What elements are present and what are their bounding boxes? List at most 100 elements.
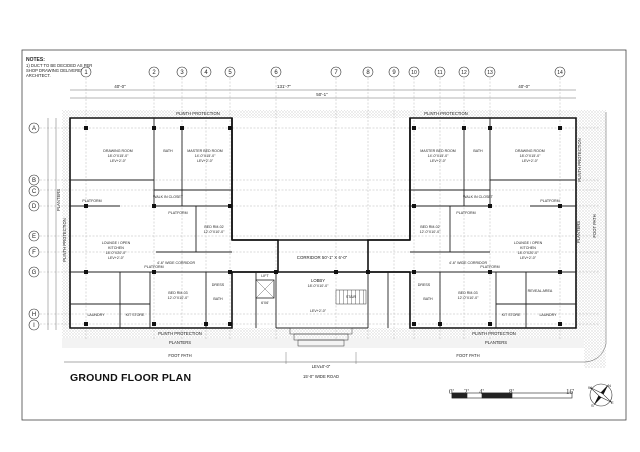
grid-bubble-F: F [28, 246, 40, 258]
plinth-protection-left-vertical: PLINTH PROTECTION [62, 218, 67, 262]
svg-text:6: 6 [274, 70, 278, 76]
dim-left-top: 40'-0" [114, 84, 126, 89]
room-dress-left: DRESS [212, 283, 225, 287]
svg-text:5: 5 [228, 70, 232, 76]
svg-text:F: F [32, 250, 36, 256]
foot-path-left: FOOT PATH [168, 353, 191, 358]
room-drawing-right-lev: LEV+2'-0" [522, 159, 539, 163]
svg-text:D: D [32, 204, 37, 210]
room-walk-in-closet-right: WALK IN CLOSET [463, 195, 494, 199]
room-lounge-left-size: 18'-0"X20'-0" [106, 251, 127, 255]
plinth-protection-top-right: PLINTH PROTECTION [424, 111, 468, 116]
stair-treads [335, 289, 367, 305]
north-letter: N [608, 383, 611, 388]
room-master-right-lev: LEV+2'-0" [430, 159, 447, 163]
grid-bubble-H: H [28, 308, 40, 320]
plinth-hatching [62, 110, 606, 368]
room-drawing-right-name: DRAWING ROOM [515, 149, 544, 153]
grid-bubble-4: 4 [200, 66, 212, 78]
grid-bubble-8: 8 [362, 66, 374, 78]
room-lounge-right-lev: LEV+2'-0" [520, 256, 537, 260]
foot-path-right-vertical: FOOT PATH [592, 214, 597, 237]
room-lobby-lev: LEV+2'-0" [310, 309, 327, 313]
grid-bubble-I: I [28, 319, 40, 331]
notes-block: NOTES: 1) DUCT TO BE DECIDED AS PER SHOP… [26, 57, 96, 79]
room-bed3-left-name: BED RM-03 [168, 291, 187, 295]
room-lounge-right-kitchen: KITCHEN [520, 246, 536, 250]
room-dress-right: DRESS [418, 283, 431, 287]
room-lounge-right-size: 18'-0"X20'-0" [518, 251, 539, 255]
room-bath-right-2: BATH [423, 297, 433, 301]
reveal-area: REVEAL AREA [528, 289, 553, 293]
grid-bubble-13: 13 [484, 66, 496, 78]
room-walk-in-closet-left: WALK IN CLOSET [153, 195, 184, 199]
room-kit-store-right: KIT STORE [502, 313, 521, 317]
room-lounge-left-kitchen: KITCHEN [108, 246, 124, 250]
grid-bubble-14: 14 [554, 66, 566, 78]
scale-label-8: 8' [509, 388, 514, 396]
svg-text:14: 14 [557, 70, 563, 76]
grid-bubble-B: B [28, 174, 40, 186]
room-lobby-name: LOBBY [311, 278, 325, 283]
east-letter: E [611, 400, 614, 405]
sheet-border [21, 49, 627, 421]
room-drawing-left-lev: LEV+2'-0" [110, 159, 127, 163]
foot-path-right: FOOT PATH [456, 353, 479, 358]
svg-text:B: B [32, 178, 36, 184]
svg-text:13: 13 [487, 70, 493, 76]
svg-text:12: 12 [461, 70, 467, 76]
building-walls [69, 117, 577, 329]
svg-text:10: 10 [411, 70, 417, 76]
grid-bubble-3: 3 [176, 66, 188, 78]
room-bed3-right-name: BED RM-03 [458, 291, 477, 295]
room-bed2-left-name: BED RM-02 [204, 225, 223, 229]
scale-bar [451, 392, 573, 399]
plinth-protection-right-vertical: PLINTH PROTECTION [577, 138, 582, 182]
interior-walls [70, 118, 576, 329]
grid-row-bubbles: A B C D E F G H I [28, 122, 40, 331]
room-drawing-left-name: DRAWING ROOM [103, 149, 132, 153]
svg-text:3: 3 [180, 70, 184, 76]
grid-bubble-12: 12 [458, 66, 470, 78]
room-drawing-left-size: 18'-0"X15'-0" [108, 154, 129, 158]
platform-right-1: PLATFORM [540, 199, 559, 203]
svg-text:H: H [32, 312, 36, 318]
grid-bubble-6: 6 [270, 66, 282, 78]
grid-bubble-E: E [28, 230, 40, 242]
platform-left-3: PLATFORM [144, 265, 163, 269]
grid-bubble-9: 9 [388, 66, 400, 78]
room-laundry-left: LAUNDRY [87, 313, 105, 317]
grid-bubble-11: 11 [434, 66, 446, 78]
scale-label-0: 0' [449, 388, 454, 396]
road-label: 15'-0" WIDE ROAD [303, 374, 339, 379]
room-bed3-right-size: 12'-0"X10'-0" [458, 296, 479, 300]
plinth-protection-bottom-left: PLINTH PROTECTION [158, 331, 202, 336]
room-lounge-left-name: LOUNGE / OPEN [102, 241, 131, 245]
room-master-right-name: MASTER BED ROOM [420, 149, 456, 153]
room-bath-right-1: BATH [473, 149, 483, 153]
room-lounge-left-lev: LEV+2'-0" [108, 256, 125, 260]
room-bed2-right-name: BED RM-02 [420, 225, 439, 229]
svg-text:1: 1 [84, 70, 88, 76]
room-master-left-name: MASTER BED ROOM [187, 149, 223, 153]
svg-text:G: G [32, 270, 37, 276]
grid-bubble-C: C [28, 185, 40, 197]
scale-label-16: 16' [566, 388, 575, 396]
grid-bubble-D: D [28, 200, 40, 212]
grid-bubble-G: G [28, 266, 40, 278]
svg-text:I: I [33, 323, 35, 329]
svg-text:8: 8 [366, 70, 370, 76]
grid-bubble-5: 5 [224, 66, 236, 78]
scale-label-4: 4' [479, 388, 484, 396]
room-bed3-left-size: 12'-0"X10'-0" [168, 296, 189, 300]
svg-text:2: 2 [152, 70, 156, 76]
notes-heading: NOTES: [26, 57, 45, 63]
dim-center-top2: 131'-7" [277, 84, 291, 89]
platform-left-1: PLATFORM [82, 199, 101, 203]
planters-bottom-right: PLANTERS [485, 340, 507, 345]
wide-corridor-left: 4'-6" WIDE CORRIDOR [157, 261, 196, 265]
platform-right-2: PLATFORM [456, 211, 475, 215]
svg-text:A: A [32, 126, 36, 132]
svg-text:9: 9 [392, 70, 396, 76]
